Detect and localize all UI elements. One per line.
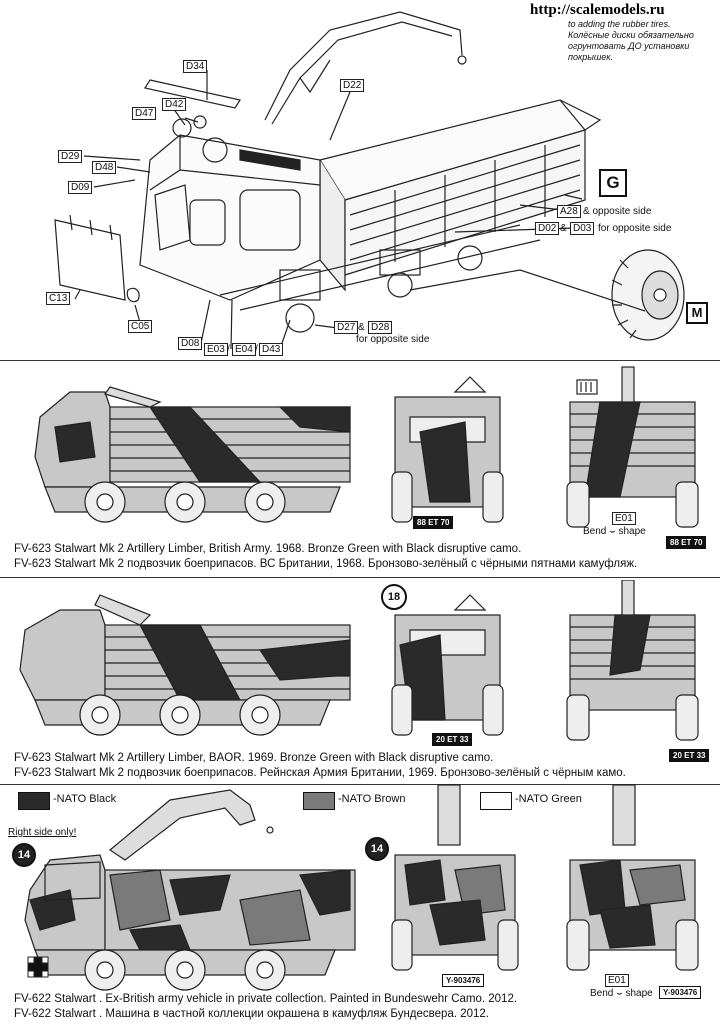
scheme2-front-plate: 20 ET 33 — [432, 733, 473, 746]
legend-swatch-black — [18, 792, 50, 810]
assembly-drawing — [54, 11, 685, 350]
scheme3-front-bridge-class-sign: 14 — [365, 837, 389, 861]
balkenkreuz-insignia — [27, 956, 49, 978]
legend-swatch-green — [480, 792, 512, 810]
legend-label-green: -NATO Green — [515, 793, 582, 805]
part-label-c13: C13 — [46, 292, 71, 305]
ampersand-2: & — [560, 223, 567, 234]
slash-1: / — [227, 344, 230, 355]
section-divider-3 — [0, 784, 720, 785]
assembly-note: to adding the rubber tires. Колёсные дис… — [568, 19, 718, 63]
part-label-c05: C05 — [128, 320, 153, 333]
scheme3-drawings — [24, 784, 699, 991]
note-line-2: Колёсные диски обязательно — [568, 30, 694, 40]
part-label-e03: E03 — [204, 343, 228, 356]
scheme3-rear-plate: Y-903476 — [659, 986, 702, 999]
scheme1-caption-ru: FV-623 Stalwart Mk 2 подвозчик боеприпас… — [14, 558, 638, 570]
part-label-d09: D09 — [68, 181, 93, 194]
part-label-d34: D34 — [183, 60, 208, 73]
legend-label-brown: -NATO Brown — [338, 793, 406, 805]
part-label-e01-scheme1: E01 — [612, 512, 636, 525]
scheme1-caption-en: FV-623 Stalwart Mk 2 Artillery Limber, B… — [14, 543, 522, 555]
opposite-side-note-1: & opposite side — [583, 206, 652, 217]
callout-g: G — [599, 169, 627, 197]
scheme2-rear-plate: 20 ET 33 — [669, 749, 710, 762]
scheme1-drawings — [34, 366, 699, 528]
part-label-d43: D43 — [259, 343, 284, 356]
opposite-side-note-3: for opposite side — [356, 334, 430, 345]
scheme2-caption-en: FV-623 Stalwart Mk 2 Artillery Limber, B… — [14, 752, 494, 764]
scheme3-bridge-class-sign: 14 — [12, 843, 36, 867]
scheme2-caption-ru: FV-623 Stalwart Mk 2 подвозчик боеприпас… — [14, 767, 626, 779]
scheme3-caption-ru: FV-622 Stalwart . Машина в частной колле… — [14, 1008, 489, 1020]
part-label-a28: A28 — [557, 205, 581, 218]
part-label-d42: D42 — [162, 98, 187, 111]
legend-swatch-brown — [303, 792, 335, 810]
part-label-d08: D08 — [178, 337, 203, 350]
scheme3-front-plate: Y-903476 — [442, 974, 485, 987]
scheme3-caption-en: FV-622 Stalwart . Ex-British army vehicl… — [14, 993, 518, 1005]
scheme1-front-plate: 88 ET 70 — [413, 516, 454, 529]
scheme1-rear-plate: 88 ET 70 — [666, 536, 707, 549]
section-divider-2 — [0, 577, 720, 578]
scheme2-drawings — [19, 580, 699, 741]
scheme2-bridge-class-sign: 18 — [381, 584, 407, 610]
part-label-d29: D29 — [58, 150, 83, 163]
note-line-1: to adding the rubber tires. — [568, 19, 671, 29]
part-label-d47: D47 — [132, 107, 157, 120]
part-label-d02: D02 — [535, 222, 560, 235]
opposite-side-note-2: for opposite side — [598, 223, 672, 234]
note-line-3: огрунтовать ДО установки — [568, 41, 690, 51]
part-label-d03: D03 — [570, 222, 595, 235]
part-label-d48: D48 — [92, 161, 117, 174]
note-line-4: покрышек. — [568, 52, 614, 62]
part-label-d27: D27 — [334, 321, 359, 334]
scheme1-bend-note: Bend ⌣ shape — [583, 526, 646, 537]
legend-label-black: -NATO Black — [53, 793, 117, 805]
ampersand-1: & — [358, 322, 365, 333]
part-label-d22: D22 — [340, 79, 365, 92]
section-divider-1 — [0, 360, 720, 361]
slash-2: / — [255, 344, 258, 355]
part-label-e04: E04 — [232, 343, 256, 356]
watermark-url: http://scalemodels.ru — [530, 0, 720, 20]
scheme3-bend-note: Bend ⌣ shape — [590, 988, 653, 999]
part-label-d28: D28 — [368, 321, 393, 334]
callout-m: M — [686, 302, 708, 324]
part-label-e01-scheme3: E01 — [605, 974, 629, 987]
scheme3-right-side-note: Right side only! — [8, 827, 77, 838]
